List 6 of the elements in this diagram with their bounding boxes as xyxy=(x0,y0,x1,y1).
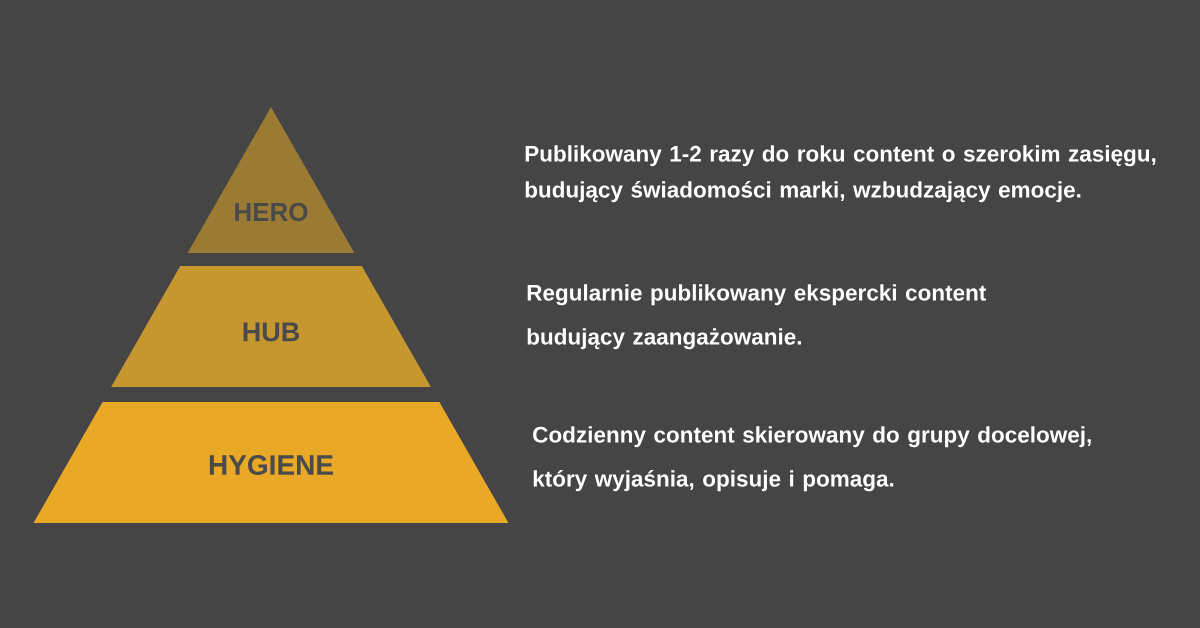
pyramid-level: HERO xyxy=(187,107,355,253)
description-text: Codzienny content skierowany do grupy docelowej, który wyjaśnia, opisuje i pomaga. xyxy=(533,426,1091,492)
pyramid-level: HUB xyxy=(111,266,431,387)
description-text: Regularnie publikowany ekspercki content budujący zaangażowanie. xyxy=(527,284,986,350)
description-text: Publikowany 1-2 razy do roku content o szerokim zasięgu, budujący świadomości marki, wzbudzający emocje. xyxy=(525,145,1156,203)
pyramid-level: HYGIENE xyxy=(33,402,509,523)
